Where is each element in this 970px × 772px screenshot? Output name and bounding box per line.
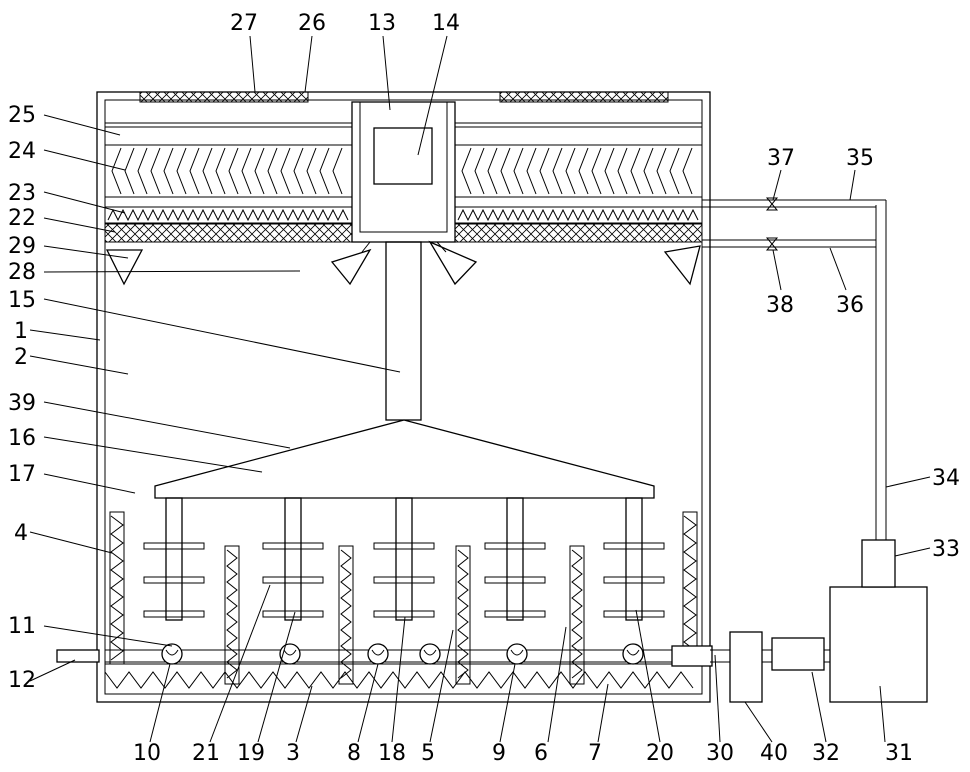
- label-31: 31: [885, 741, 913, 766]
- label-2: 2: [14, 345, 28, 370]
- label-27: 27: [230, 11, 258, 36]
- label-21: 21: [192, 741, 220, 766]
- label-13: 13: [368, 11, 396, 36]
- zigzag-baffles: [110, 512, 697, 684]
- label-15: 15: [8, 288, 36, 313]
- label-20: 20: [646, 741, 674, 766]
- label-16: 16: [8, 426, 36, 451]
- label-25: 25: [8, 103, 36, 128]
- right-pipes: [702, 200, 886, 540]
- label-3: 3: [286, 741, 300, 766]
- label-38: 38: [766, 293, 794, 318]
- label-19: 19: [237, 741, 265, 766]
- bottom-zigzag-filter: [105, 664, 702, 688]
- label-26: 26: [298, 11, 326, 36]
- label-35: 35: [846, 146, 874, 171]
- label-37: 37: [767, 146, 795, 171]
- distribution-hood: [155, 420, 654, 498]
- label-33: 33: [932, 537, 960, 562]
- label-9: 9: [492, 741, 506, 766]
- label-28: 28: [8, 260, 36, 285]
- central-shaft: [386, 242, 421, 420]
- label-8: 8: [347, 741, 361, 766]
- label-23: 23: [8, 181, 36, 206]
- label-22: 22: [8, 206, 36, 231]
- label-7: 7: [588, 741, 602, 766]
- label-29: 29: [8, 234, 36, 259]
- aerator-heads: [162, 644, 643, 664]
- label-14: 14: [432, 11, 460, 36]
- label-5: 5: [421, 741, 435, 766]
- label-4: 4: [14, 521, 28, 546]
- label-36: 36: [836, 293, 864, 318]
- label-40: 40: [760, 741, 788, 766]
- label-12: 12: [8, 668, 36, 693]
- motor: [374, 128, 432, 184]
- stirrer-assemblies: [144, 498, 664, 620]
- leader-lines: [30, 36, 930, 742]
- top-filter-strip-left: [140, 92, 308, 102]
- label-1: 1: [14, 319, 28, 344]
- label-6: 6: [534, 741, 548, 766]
- label-11: 11: [8, 614, 36, 639]
- tank: [830, 587, 927, 702]
- top-filter-strip-right: [500, 92, 668, 102]
- label-30: 30: [706, 741, 734, 766]
- pump: [772, 638, 824, 670]
- label-32: 32: [812, 741, 840, 766]
- label-10: 10: [133, 741, 161, 766]
- spray-nozzles: [107, 242, 700, 284]
- label-34: 34: [932, 466, 960, 491]
- label-18: 18: [378, 741, 406, 766]
- label-17: 17: [8, 462, 36, 487]
- tank-outlet: [862, 540, 895, 587]
- label-24: 24: [8, 139, 36, 164]
- label-39: 39: [8, 391, 36, 416]
- valve-box: [730, 632, 762, 702]
